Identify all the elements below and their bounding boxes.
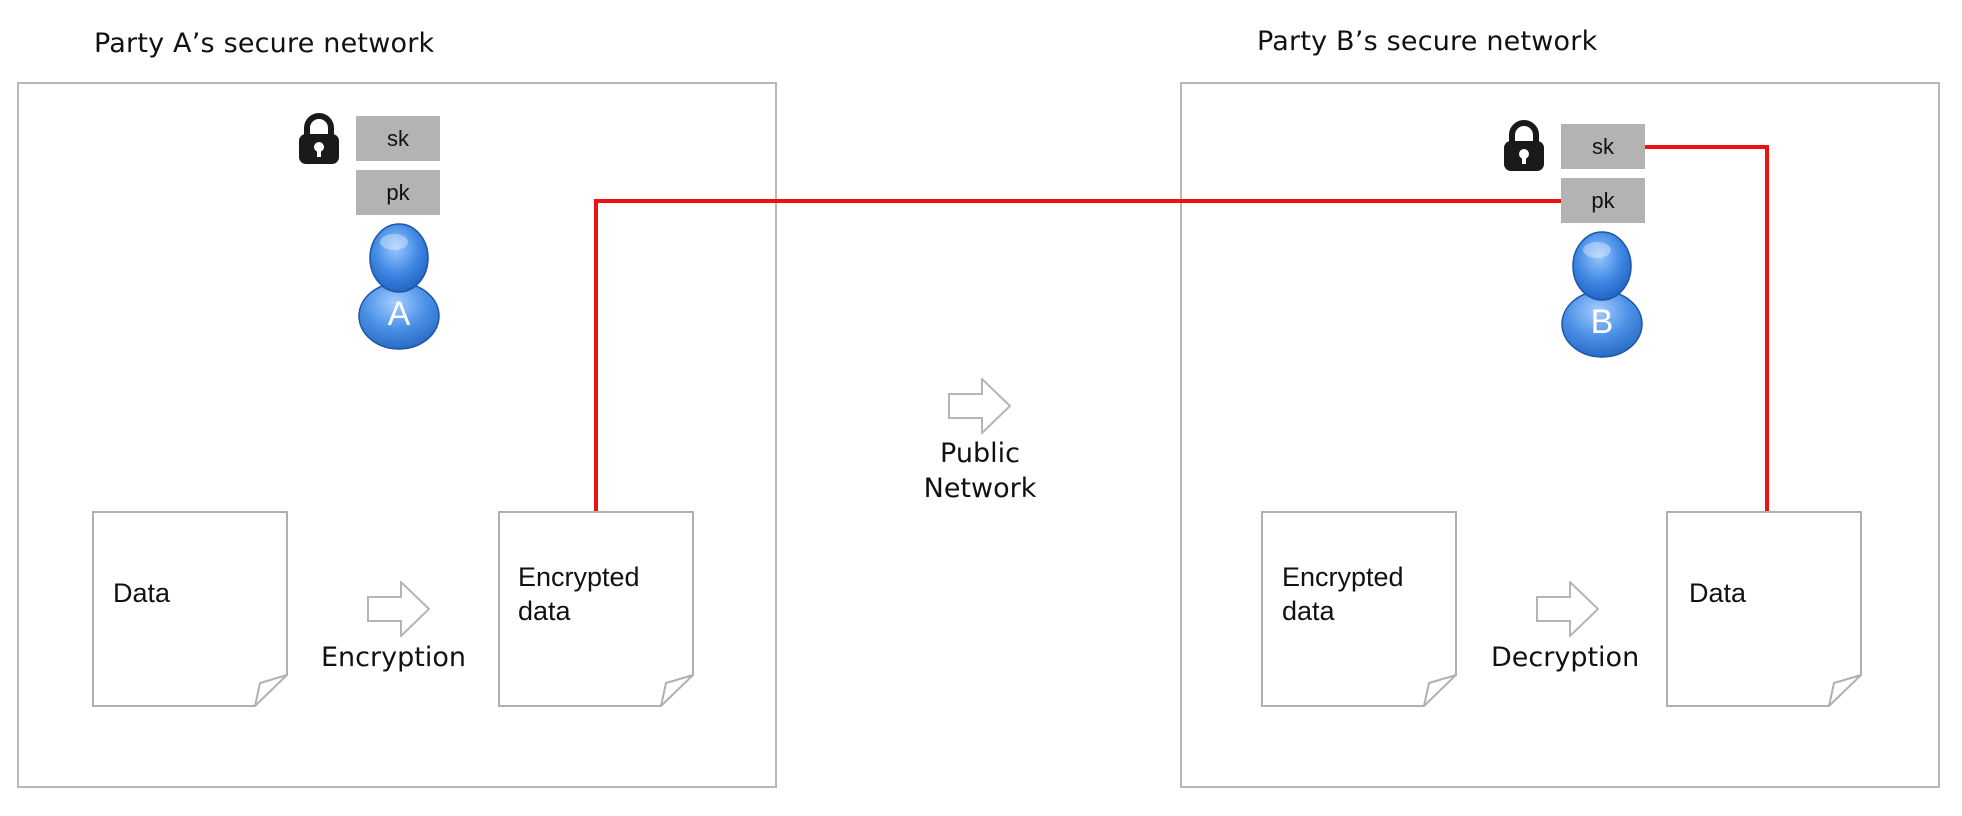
right-arrow-icon [367, 581, 431, 637]
decryption-caption: Decryption [1491, 642, 1640, 673]
party-b-public-key: pk [1561, 178, 1645, 223]
document-label-encrypted-data: Encrypted data [518, 562, 640, 626]
user-avatar-icon: A [357, 222, 441, 350]
document-icon [1261, 511, 1457, 707]
encryption-caption: Encryption [321, 642, 466, 673]
public-network-label: Public Network [923, 438, 1037, 504]
right-arrow-icon [948, 378, 1012, 434]
document-icon [1666, 511, 1862, 707]
document-icon [498, 511, 694, 707]
user-avatar-icon: B [1560, 230, 1644, 358]
party-a-public-key: pk [356, 170, 440, 215]
document-label-data: Data [1689, 578, 1747, 608]
document-label-data: Data [113, 578, 171, 608]
party-b-title: Party B’s secure network [1257, 26, 1598, 57]
avatar-letter: A [387, 295, 411, 333]
party-a-secret-key: sk [356, 116, 440, 161]
lock-icon [1504, 120, 1544, 171]
document-label-encrypted-data: Encrypted data [1282, 562, 1404, 626]
document-icon [92, 511, 288, 707]
avatar-letter: B [1590, 303, 1614, 341]
right-arrow-icon [1536, 581, 1600, 637]
party-a-title: Party A’s secure network [94, 28, 435, 59]
lock-icon [299, 113, 339, 164]
party-b-secret-key: sk [1561, 124, 1645, 169]
